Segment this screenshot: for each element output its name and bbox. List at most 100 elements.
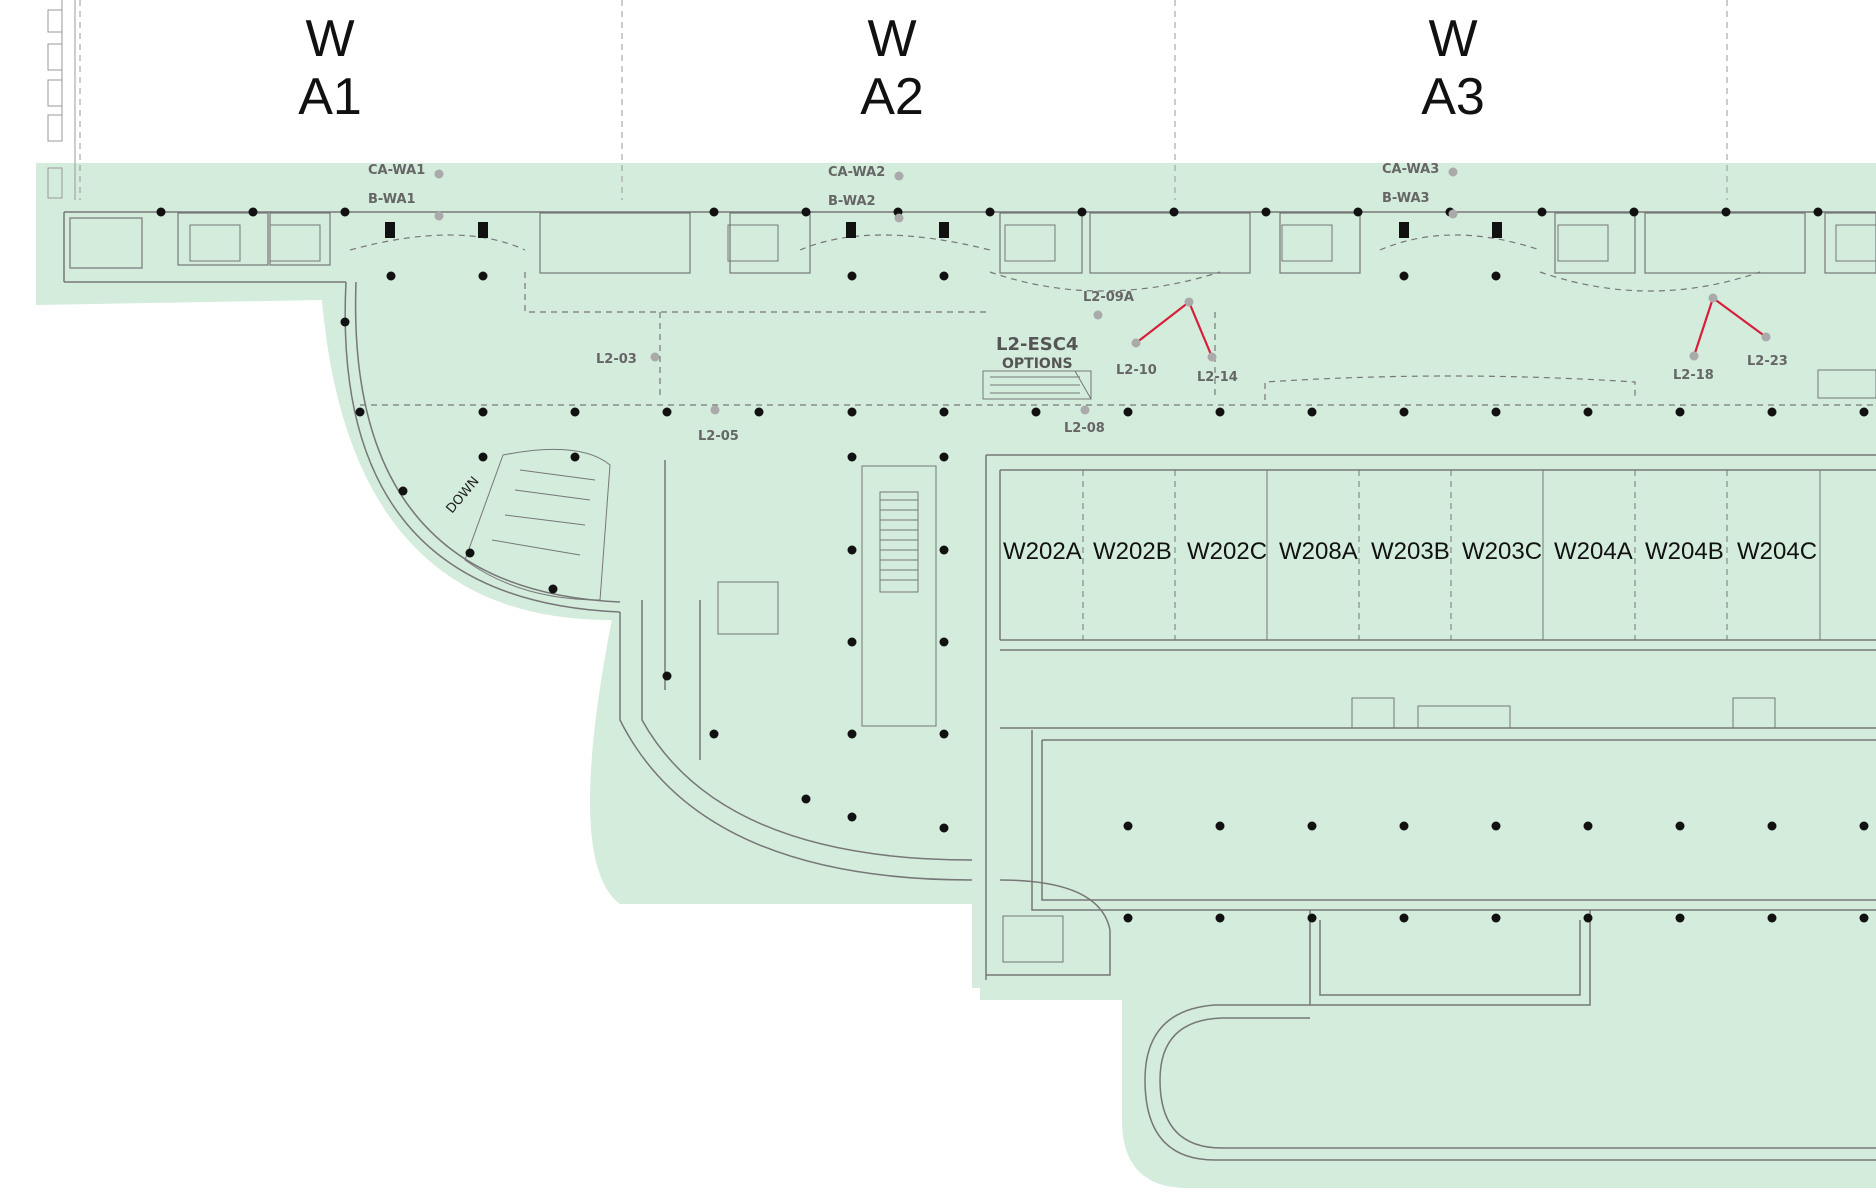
room-dividers	[1082, 470, 1821, 729]
column-dot	[478, 452, 488, 462]
column-dot	[1721, 207, 1731, 217]
ap-label-l2-23: L2-23	[1747, 354, 1788, 369]
column-dot	[1399, 271, 1409, 281]
column-dot	[1491, 271, 1501, 281]
column-dot	[1675, 821, 1685, 831]
column-dot	[1813, 207, 1823, 217]
room-label: W204A	[1554, 538, 1633, 565]
column-dot	[1215, 821, 1225, 831]
column-dot	[1399, 407, 1409, 417]
column-dot	[156, 207, 166, 217]
zone-number: A1	[298, 68, 362, 126]
column-dot	[709, 207, 719, 217]
column-dot	[1767, 913, 1777, 923]
column-dot	[1399, 821, 1409, 831]
column-dot	[1859, 407, 1869, 417]
escalator-name: L2-ESC4	[996, 334, 1078, 355]
column-dot	[847, 271, 857, 281]
column-dot	[465, 548, 475, 558]
column-dot	[1399, 913, 1409, 923]
column-dot	[478, 407, 488, 417]
column-dot	[570, 452, 580, 462]
wall-block	[385, 222, 395, 238]
column-dot	[709, 729, 719, 739]
column-dot	[1629, 207, 1639, 217]
ap-label-l2-05: L2-05	[698, 429, 739, 444]
ap-label-l2-18: L2-18	[1673, 368, 1714, 383]
column-dot	[847, 729, 857, 739]
room-label: W202C	[1187, 538, 1267, 565]
wall-block	[478, 222, 488, 238]
column-dot	[1583, 407, 1593, 417]
room-label: W203C	[1462, 538, 1542, 565]
column-dot	[355, 407, 365, 417]
column-dot	[939, 729, 949, 739]
column-dot	[662, 407, 672, 417]
escalator-note: OPTIONS	[1002, 356, 1073, 372]
room-label: W204B	[1645, 538, 1724, 565]
column-dot	[754, 407, 764, 417]
column-dot	[847, 812, 857, 822]
column-dot	[478, 271, 488, 281]
ap-label-l2-10: L2-10	[1116, 363, 1157, 378]
column-dot	[847, 407, 857, 417]
zone-dividers	[79, 0, 1728, 200]
column-dot	[340, 207, 350, 217]
ap-label-b-wa1: B-WA1	[368, 192, 416, 207]
column-dot	[1123, 821, 1133, 831]
wall-block	[1399, 222, 1409, 238]
wall-block	[846, 222, 856, 238]
structural-columns	[156, 207, 1869, 923]
column-dot	[1307, 913, 1317, 923]
column-dot	[548, 584, 558, 594]
column-dot	[1537, 207, 1547, 217]
zone-label-wa3: W A3	[1373, 10, 1533, 126]
ap-label-l2-09a: L2-09A	[1083, 290, 1134, 305]
left-edge-marks	[47, 0, 76, 200]
room-label: W202A	[1003, 538, 1082, 565]
access-points	[434, 167, 1771, 415]
column-dot	[1767, 821, 1777, 831]
column-dot	[1583, 913, 1593, 923]
central-escalator	[861, 465, 937, 727]
column-dot	[939, 545, 949, 555]
ap-label-l2-14: L2-14	[1197, 370, 1238, 385]
column-dot	[398, 486, 408, 496]
room-label: W208A	[1279, 538, 1358, 565]
ap-label-ca-wa3: CA-WA3	[1382, 162, 1439, 177]
column-dot	[1859, 821, 1869, 831]
wall-block	[1492, 222, 1502, 238]
ap-label-ca-wa1: CA-WA1	[368, 163, 425, 178]
room-label: W203B	[1371, 538, 1450, 565]
zone-letter: W	[867, 10, 917, 68]
column-dot	[386, 271, 396, 281]
zone-label-wa2: W A2	[812, 10, 972, 126]
wall-blocks	[385, 222, 1502, 238]
column-dot	[1031, 407, 1041, 417]
column-dot	[1169, 207, 1179, 217]
column-dot	[847, 545, 857, 555]
column-dot	[1767, 407, 1777, 417]
column-dot	[1675, 913, 1685, 923]
ap-label-b-wa3: B-WA3	[1382, 191, 1430, 206]
column-dot	[662, 671, 672, 681]
column-dot	[847, 452, 857, 462]
column-dot	[801, 207, 811, 217]
escalator-l2-esc4	[982, 370, 1092, 400]
column-dot	[985, 207, 995, 217]
column-dot	[1077, 207, 1087, 217]
column-dot	[847, 637, 857, 647]
column-dot	[570, 407, 580, 417]
column-dot	[801, 794, 811, 804]
column-dot	[1491, 821, 1501, 831]
room-label: W204C	[1737, 538, 1817, 565]
column-dot	[1491, 913, 1501, 923]
column-dot	[1307, 821, 1317, 831]
zone-label-wa1: W A1	[250, 10, 410, 126]
column-dot	[939, 271, 949, 281]
ap-label-ca-wa2: CA-WA2	[828, 165, 885, 180]
room-label: W202B	[1093, 538, 1172, 565]
column-dot	[248, 207, 258, 217]
zone-letter: W	[305, 10, 355, 68]
